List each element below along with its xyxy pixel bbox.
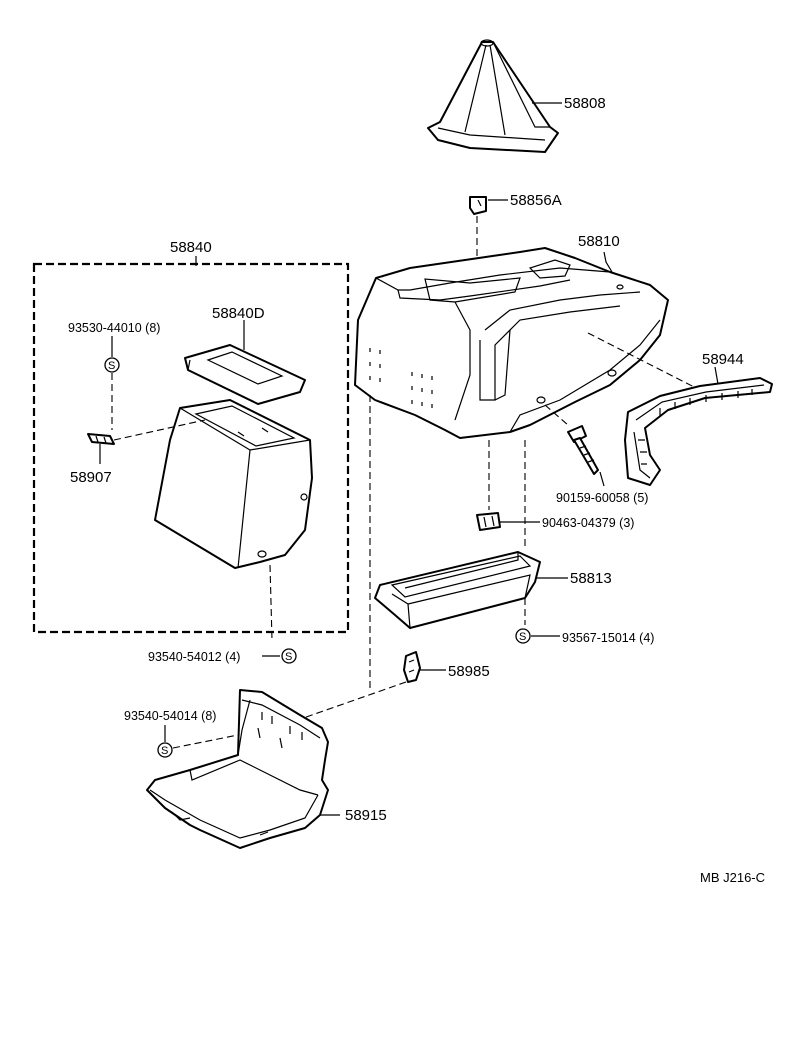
- part-58985-bracket[interactable]: [403, 651, 421, 683]
- label-58856A: 58856A: [510, 192, 562, 209]
- part-90463-04379-clip[interactable]: [476, 512, 501, 531]
- label-58810: 58810: [578, 233, 620, 250]
- part-93540-54012-symbol[interactable]: S: [281, 648, 297, 664]
- part-58915-lower-panel[interactable]: [146, 689, 329, 849]
- label-58808: 58808: [564, 95, 606, 112]
- part-58840-armrest-box[interactable]: [154, 399, 313, 569]
- part-58813-tray[interactable]: [374, 551, 541, 630]
- label-93540-54012: 93540-54012 (4): [148, 650, 240, 664]
- label-93530-44010: 93530-44010 (8): [68, 321, 160, 335]
- label-58840: 58840: [170, 239, 212, 256]
- part-58944-trim[interactable]: [624, 377, 773, 486]
- label-58944: 58944: [702, 351, 744, 368]
- label-58907: 58907: [70, 469, 112, 486]
- symbol-letter: S: [519, 631, 526, 643]
- reference-code: MB J216-C: [700, 870, 765, 885]
- part-58907-clip[interactable]: [87, 433, 115, 445]
- label-58985: 58985: [448, 663, 490, 680]
- symbol-letter: S: [285, 651, 292, 663]
- part-93540-54014-symbol[interactable]: S: [157, 742, 173, 758]
- part-58856A-clip[interactable]: [469, 196, 487, 215]
- label-58813: 58813: [570, 570, 612, 587]
- label-58915: 58915: [345, 807, 387, 824]
- label-93540-54014: 93540-54014 (8): [124, 709, 216, 723]
- part-90159-60058-screw[interactable]: [567, 425, 599, 475]
- label-90463-04379: 90463-04379 (3): [542, 516, 634, 530]
- symbol-letter: S: [108, 360, 115, 372]
- label-90159-60058: 90159-60058 (5): [556, 491, 648, 505]
- label-93567-15014: 93567-15014 (4): [562, 631, 654, 645]
- symbol-letter: S: [161, 745, 168, 757]
- group-box-58840: [32, 262, 350, 634]
- part-93567-15014-symbol[interactable]: S: [515, 628, 531, 644]
- part-93530-44010-symbol[interactable]: S: [104, 357, 120, 373]
- part-58840D-lid[interactable]: [184, 344, 306, 405]
- part-58808-shift-boot[interactable]: [427, 39, 559, 153]
- part-58810-console-box[interactable]: [354, 247, 669, 439]
- label-58840D: 58840D: [212, 305, 265, 322]
